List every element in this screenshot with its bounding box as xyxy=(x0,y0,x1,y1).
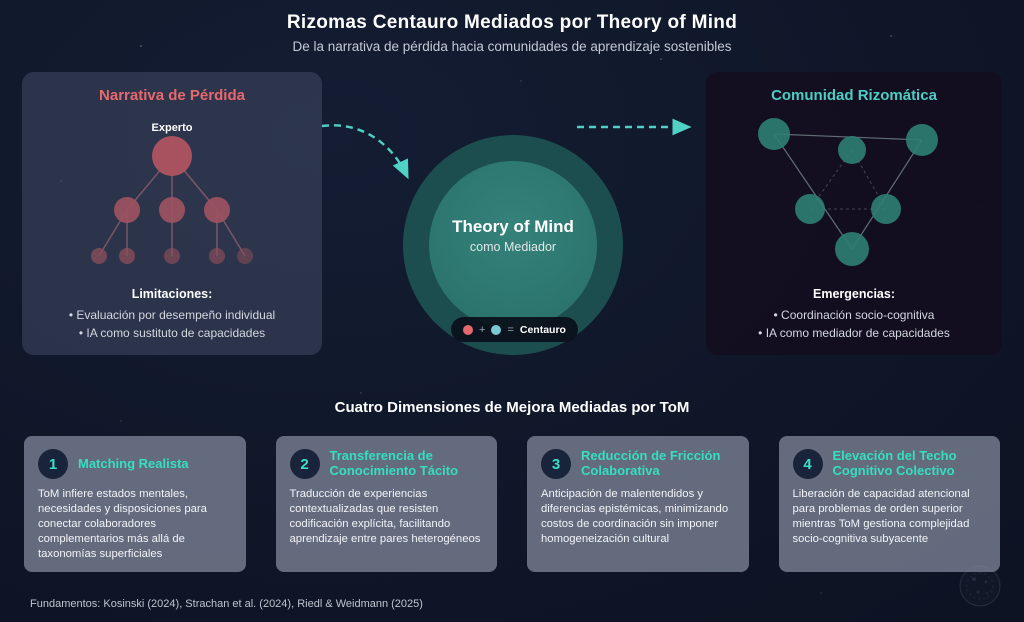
left-panel-footer: Limitaciones: • Evaluación por desempeño… xyxy=(22,287,322,343)
theory-of-mind-circle: Theory of Mind como Mediador xyxy=(403,135,623,355)
card-body: Traducción de experiencias contextualiza… xyxy=(289,488,481,545)
card-number-badge: 4 xyxy=(792,449,823,479)
tree-leaf-node xyxy=(91,248,107,264)
tree-leaf-node xyxy=(119,248,135,264)
theory-of-mind-inner-circle: Theory of Mind como Mediador xyxy=(429,161,597,329)
dimension-card-2: 2 Transferencia de Conocimiento Tácito T… xyxy=(275,436,497,572)
emergencias-heading: Emergencias: xyxy=(813,286,895,301)
rhizome-network-diagram xyxy=(758,118,938,266)
panel-narrativa-perdida: Narrativa de Pérdida Experto Limitacione… xyxy=(22,72,322,355)
center-subtitle: como Mediador xyxy=(469,239,557,254)
network-node xyxy=(838,136,866,164)
arrow-left-to-center-icon xyxy=(321,124,409,180)
card-header: 2 Transferencia de Conocimiento Tácito xyxy=(289,448,484,479)
dimension-card-1: 1 Matching Realista ToM infiere estados … xyxy=(24,436,246,572)
network-node xyxy=(871,194,901,224)
center-title: Theory of Mind xyxy=(452,216,574,236)
tree-mid-node xyxy=(159,197,185,223)
network-node xyxy=(795,194,825,224)
card-body: ToM infiere estados mentales, necesidade… xyxy=(38,488,207,560)
tree-mid-node xyxy=(204,197,230,223)
left-panel-title: Narrativa de Pérdida xyxy=(99,87,245,104)
tree-mid-node xyxy=(114,197,140,223)
dimension-card-3: 3 Reducción de Fricción Colaborativa Ant… xyxy=(527,436,749,572)
card-number-badge: 2 xyxy=(289,449,320,479)
right-panel-footer: Emergencias: • Coordinación socio-cognit… xyxy=(706,287,1002,343)
card-number-badge: 1 xyxy=(38,449,68,479)
limitations-heading: Limitaciones: xyxy=(131,286,213,301)
plus-sign: + xyxy=(479,323,486,336)
card-title: Transferencia de Conocimiento Tácito xyxy=(329,448,459,478)
tree-leaf-node xyxy=(237,248,253,264)
panel-comunidad-rizomatica: Comunidad Rizomática Emergencias: • Coor… xyxy=(706,72,1002,355)
expert-label: Experto xyxy=(152,122,193,134)
dimensions-heading: Cuatro Dimensiones de Mejora Mediadas po… xyxy=(334,399,690,416)
dimension-cards: 1 Matching Realista ToM infiere estados … xyxy=(24,436,1000,572)
page-header: Rizomas Centauro Mediados por Theory of … xyxy=(0,12,1024,54)
card-body: Anticipación de malentendidos y diferenc… xyxy=(541,488,729,545)
emergencia-item: • IA como mediador de capacidades xyxy=(758,326,950,341)
emergencia-item: • Coordinación socio-cognitiva xyxy=(773,307,935,322)
network-node xyxy=(835,232,869,266)
equals-sign: = xyxy=(507,323,514,336)
card-header: 1 Matching Realista xyxy=(38,449,232,479)
centauro-label: Centauro xyxy=(519,323,566,336)
network-node xyxy=(758,118,790,150)
card-header: 4 Elevación del Techo Cognitivo Colectiv… xyxy=(792,448,987,479)
card-header: 3 Reducción de Fricción Colaborativa xyxy=(541,448,735,479)
limitation-item: • IA como sustituto de capacidades xyxy=(78,326,266,341)
network-node xyxy=(906,124,938,156)
expert-root-node xyxy=(152,136,192,176)
ai-dot-icon xyxy=(491,324,502,335)
dimension-card-4: 4 Elevación del Techo Cognitivo Colectiv… xyxy=(778,436,1000,572)
card-title: Matching Realista xyxy=(78,455,189,471)
centauro-legend: + = Centauro xyxy=(451,317,578,342)
card-number-badge: 3 xyxy=(541,449,571,479)
card-title: Elevación del Techo Cognitivo Colectivo xyxy=(832,448,957,478)
background-stars xyxy=(0,0,2,2)
page-subtitle: De la narrativa de pérdida hacia comunid… xyxy=(292,39,732,54)
page-title: Rizomas Centauro Mediados por Theory of … xyxy=(286,12,738,33)
limitation-item: • Evaluación por desempeño individual xyxy=(68,307,276,322)
tree-leaf-node xyxy=(164,248,180,264)
hierarchy-tree-diagram: Experto xyxy=(91,122,253,264)
right-panel-title: Comunidad Rizomática xyxy=(771,87,937,104)
references-footnote: Fundamentos: Kosinski (2024), Strachan e… xyxy=(30,598,423,610)
card-title: Reducción de Fricción Colaborativa xyxy=(581,448,721,478)
human-dot-icon xyxy=(463,324,473,335)
card-body: Liberación de capacidad atencional para … xyxy=(792,488,970,545)
tree-leaf-node xyxy=(209,248,225,264)
